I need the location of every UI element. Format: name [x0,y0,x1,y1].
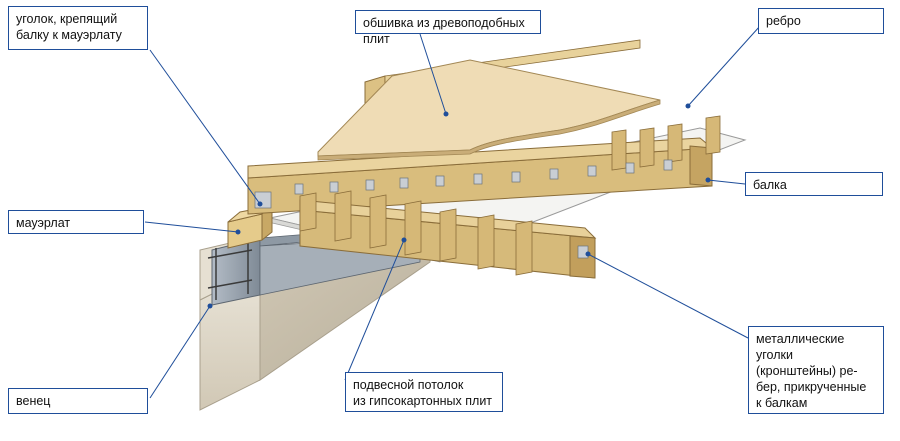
label-balka: балка [745,172,883,196]
label-venets: венец [8,388,148,414]
label-podvesnoy: подвесной потолок из гипсокартонных плит [345,372,503,412]
label-ugolok: уголок, крепящий балку к мауэрлату [8,6,148,50]
metal-brackets [254,99,673,259]
leader-dots [207,103,711,309]
leader-lines [144,25,761,399]
label-mauerlat: мауэрлат [8,210,144,234]
label-metal: металлические уголки (кронштейны) ре- бе… [748,326,884,414]
ribs [299,115,721,276]
label-obshivka: обшивка из древоподобных плит [355,10,541,46]
label-rebro: ребро [758,8,884,34]
sheathing-board [317,59,661,161]
